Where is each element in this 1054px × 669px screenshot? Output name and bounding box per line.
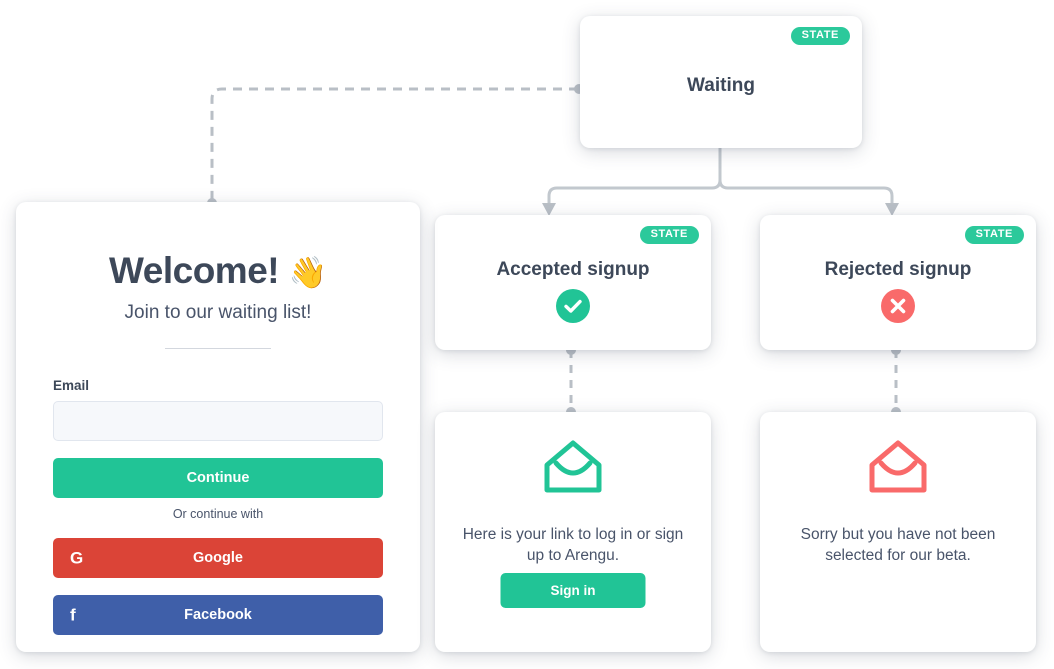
- facebook-icon: f: [70, 605, 76, 625]
- divider: [165, 347, 271, 349]
- sign-in-button[interactable]: Sign in: [500, 573, 646, 608]
- state-card-title: Rejected signup: [824, 259, 972, 280]
- facebook-signin-button[interactable]: f Facebook: [53, 594, 383, 635]
- google-signin-button[interactable]: G Google: [53, 537, 383, 578]
- email-card-rejected: Sorry but you have not been selected for…: [760, 412, 1036, 652]
- waving-hand-icon: 👋: [288, 255, 328, 290]
- state-card-title: Accepted signup: [496, 259, 650, 280]
- form-subtitle: Join to our waiting list!: [124, 301, 312, 323]
- continue-button[interactable]: Continue: [53, 457, 383, 498]
- envelope-open-icon: [542, 438, 604, 501]
- state-card-title: Waiting: [687, 75, 755, 96]
- state-badge: STATE: [964, 226, 1024, 244]
- email-body-text: Here is your link to log in or sign up t…: [462, 526, 684, 564]
- state-card-accepted-signup[interactable]: STATE Accepted signup: [435, 215, 711, 350]
- state-card-waiting[interactable]: STATE Waiting: [580, 16, 862, 148]
- google-icon: G: [70, 548, 84, 568]
- welcome-heading-text: Welcome!: [109, 250, 280, 291]
- or-continue-with-label: Or continue with: [172, 506, 264, 521]
- email-card-accepted: Here is your link to log in or sign up t…: [435, 412, 711, 652]
- x-circle-icon: [881, 289, 915, 323]
- envelope-open-icon: [867, 438, 929, 501]
- check-circle-icon: [556, 289, 590, 323]
- page-title: Welcome! 👋: [16, 250, 420, 291]
- state-badge: STATE: [639, 226, 699, 244]
- google-button-label: Google: [193, 549, 243, 566]
- email-body-text: Sorry but you have not been selected for…: [800, 526, 996, 564]
- email-input[interactable]: [53, 400, 383, 441]
- state-card-rejected-signup[interactable]: STATE Rejected signup: [760, 215, 1036, 350]
- email-field-label: Email: [53, 377, 90, 393]
- state-badge: STATE: [790, 27, 850, 45]
- signup-form-card: Welcome! 👋 Join to our waiting list! Ema…: [16, 202, 420, 652]
- facebook-button-label: Facebook: [184, 606, 252, 623]
